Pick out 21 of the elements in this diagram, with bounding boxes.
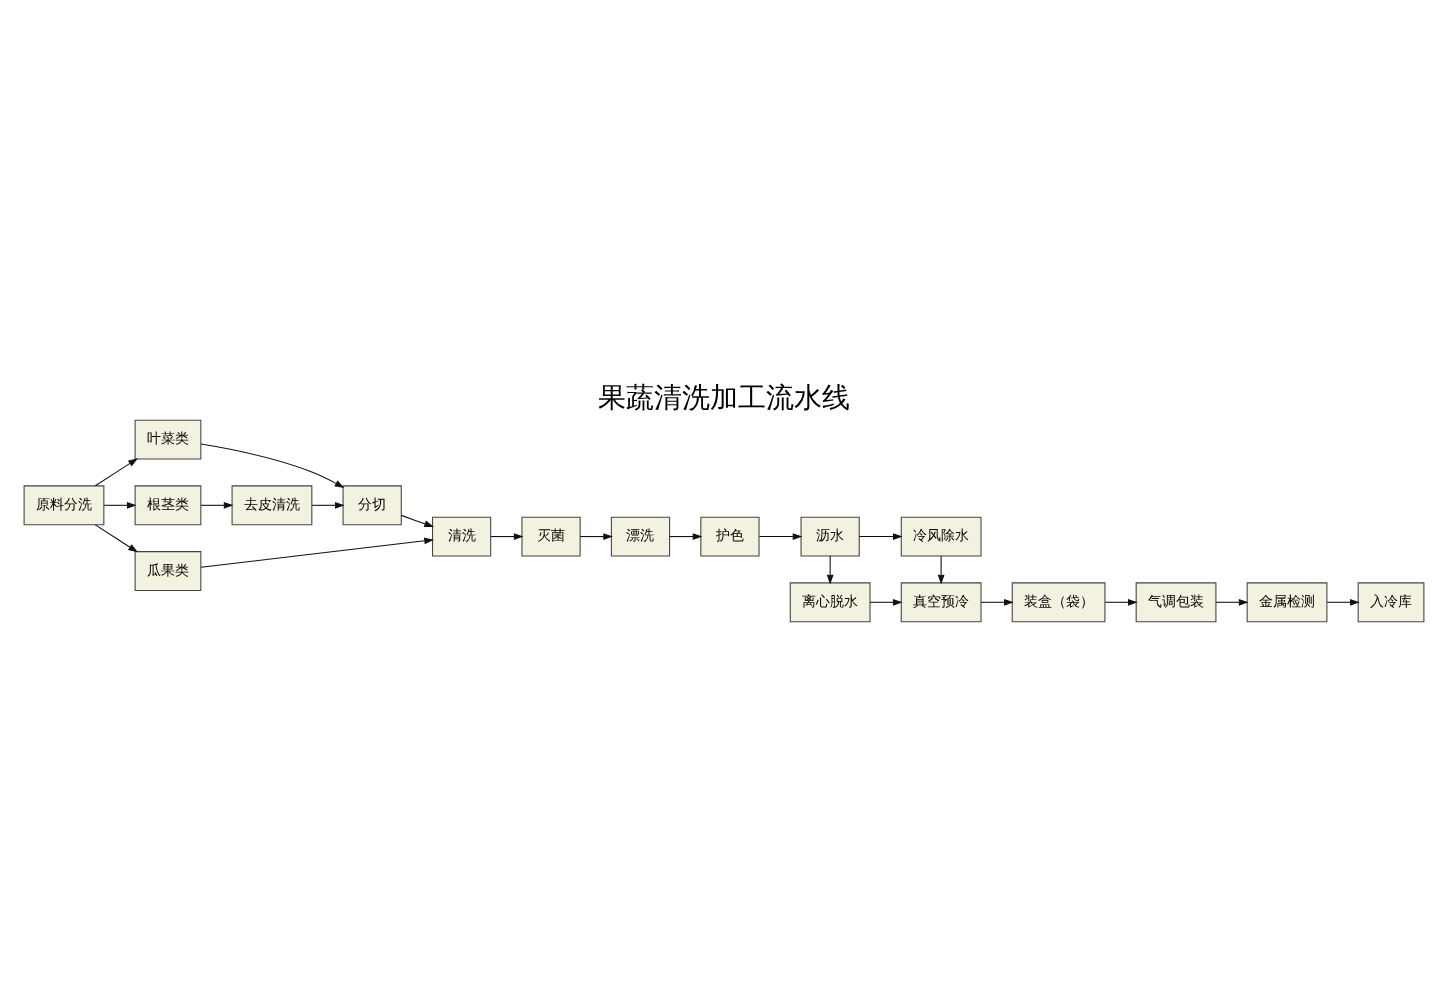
arrow bbox=[94, 523, 138, 552]
arrow bbox=[200, 442, 345, 488]
arrow bbox=[311, 500, 345, 508]
arrow bbox=[669, 532, 703, 539]
arrow bbox=[1104, 597, 1138, 605]
arrow bbox=[826, 554, 834, 584]
arrow bbox=[94, 457, 138, 486]
diagram-title: 果蔬清洗加工流水线 bbox=[598, 382, 850, 415]
arrow bbox=[200, 536, 434, 567]
arrow bbox=[758, 532, 803, 539]
arrow bbox=[937, 554, 945, 584]
arrow bbox=[858, 532, 903, 539]
arrow bbox=[490, 532, 524, 539]
arrow bbox=[103, 500, 137, 508]
arrow bbox=[869, 597, 903, 605]
arrow bbox=[200, 500, 234, 508]
arrow bbox=[980, 597, 1014, 605]
arrow bbox=[400, 513, 435, 527]
arrow bbox=[579, 532, 613, 539]
arrow bbox=[1326, 597, 1360, 605]
arrow bbox=[1215, 597, 1249, 605]
